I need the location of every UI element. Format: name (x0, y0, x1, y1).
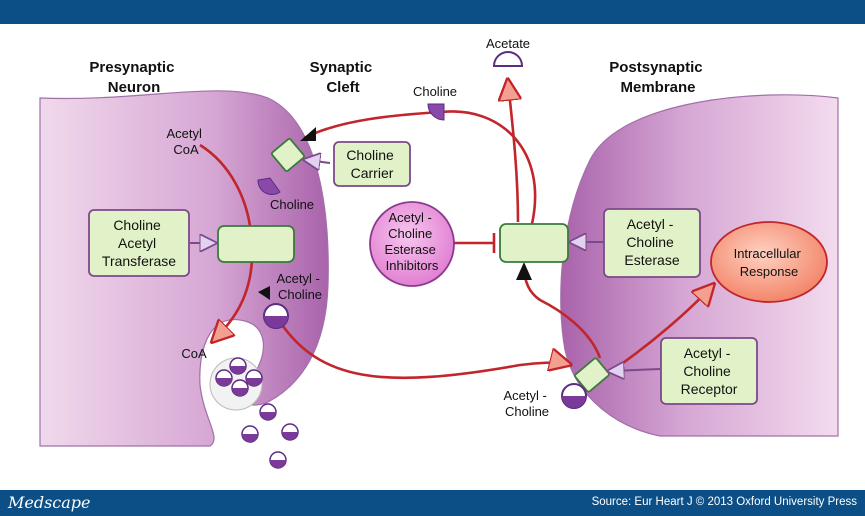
vesicle (281, 423, 299, 441)
transferase-enzyme (217, 225, 295, 263)
coa-label: CoA (181, 346, 207, 361)
vesicle (245, 369, 263, 387)
top-banner (0, 0, 865, 24)
acetate-icon (492, 51, 524, 67)
receptor-connector (610, 369, 661, 371)
choline-mid-icon (257, 177, 281, 195)
choline-top-label: Choline (413, 84, 457, 99)
vesicles (215, 357, 299, 469)
vesicle (229, 357, 247, 375)
acetylcholine-receptor-box (660, 337, 758, 405)
intracellular-response-text: Intracellular Response (734, 246, 805, 279)
esterase-enzyme (499, 223, 569, 263)
arc-release (278, 321, 568, 380)
arc-choline-return (303, 110, 537, 225)
acetyl-choline-bottom-label: Acetyl - Choline (504, 388, 551, 419)
choline-carrier-transporter (271, 138, 305, 172)
arc-acetylcoa (199, 143, 252, 227)
acetyl-choline-left-label: Acetyl - Choline (277, 271, 324, 302)
acetylcholine-esterase-text: Acetyl - Choline Esterase (624, 216, 679, 268)
vesicle (215, 369, 233, 387)
arc-acetate (508, 82, 518, 223)
acetylcholine-receptor-text: Acetyl - Choline Receptor (681, 345, 738, 397)
choline-acetyl-transferase-box (88, 209, 190, 277)
postsynaptic-header: Postsynaptic Membrane (609, 59, 707, 96)
acetylcholine-receptor-transporter (574, 357, 610, 393)
choline-top-icon (427, 103, 445, 121)
arrowhead-esterase (516, 262, 532, 280)
arc-to-coa (214, 259, 254, 340)
cleft-header: Synaptic Cleft (310, 59, 377, 96)
intracellular-response-ellipse (710, 221, 828, 303)
medscape-logo: Medscape (8, 493, 91, 512)
acetyl-coa-label: Acetyl CoA (166, 126, 205, 157)
source-citation: Source: Eur Heart J © 2013 Oxford Univer… (591, 496, 857, 508)
carrier-connector (306, 160, 331, 163)
vesicle (241, 425, 259, 443)
vesicle (269, 451, 287, 469)
choline-mid-label: Choline (270, 197, 314, 212)
acetylcholine-marker-bottom (561, 383, 587, 409)
acetylcholine-marker-left (258, 286, 289, 329)
acetylcholine-esterase-box (603, 208, 701, 278)
choline-acetyl-transferase-text: Choline Acetyl Transferase (102, 217, 176, 269)
acetate-label: Acetate (486, 36, 530, 51)
esterase-inhibitors-circle (369, 201, 455, 287)
vesicle (231, 379, 249, 397)
acetylcholine-cycle-diagram: Presynaptic Neuron Synaptic Cleft Postsy… (39, 36, 839, 469)
choline-carrier-box (333, 141, 411, 187)
footer-bar: Medscape Source: Eur Heart J © 2013 Oxfo… (0, 490, 865, 516)
esterase-inhibitors-text: Acetyl - Choline Esterase Inhibitors (385, 210, 440, 273)
arrowhead-carrier (300, 127, 316, 141)
choline-carrier-text: Choline Carrier (346, 147, 397, 181)
vesicle (259, 403, 277, 421)
presynaptic-header: Presynaptic Neuron (89, 59, 178, 96)
